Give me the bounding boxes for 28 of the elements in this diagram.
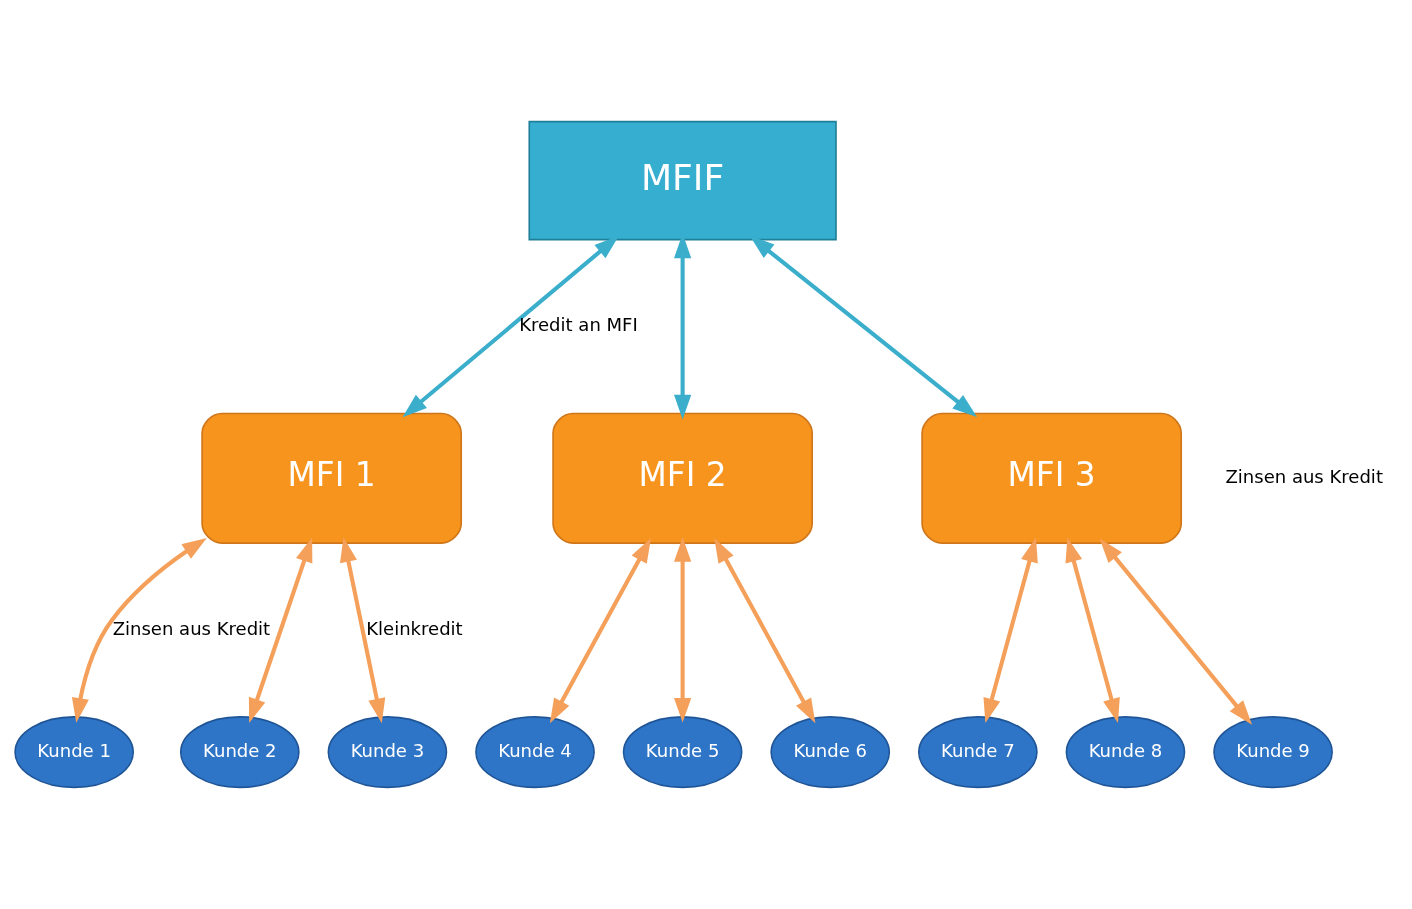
arrow [71,537,207,723]
edge-label: Zinsen aus Kredit [112,617,271,639]
node-ellipse: Kunde 4 [475,716,595,789]
arrow [549,537,651,724]
arrow [714,537,816,724]
node-ellipse: Kunde 6 [770,716,891,789]
edge-label: Kleinkredit [366,617,463,639]
node-ellipse: Kunde 1 [14,716,134,789]
arrow [402,235,619,418]
node-ellipse: Kunde 7 [917,716,1038,789]
node-ellipse: Kunde 9 [1213,716,1333,789]
node-box: MFI 3 [921,412,1183,544]
node-ellipse: Kunde 5 [622,716,743,789]
node-ellipse: Kunde 2 [179,716,300,789]
node-box: MFIF [528,120,837,241]
arrow [1099,538,1253,725]
node-box: MFI 1 [201,412,463,544]
node-box: MFI 2 [552,412,814,544]
arrow [248,537,313,723]
arrow [674,537,692,723]
arrow [1065,537,1120,724]
arrow [340,537,386,724]
node-ellipse: Kunde 8 [1065,716,1186,789]
edge-label: Kredit an MFI [519,314,638,336]
node-ellipse: Kunde 3 [327,716,448,789]
label: Zinsen aus Kredit [1225,465,1383,487]
arrow [749,235,977,418]
arrow [983,537,1038,724]
